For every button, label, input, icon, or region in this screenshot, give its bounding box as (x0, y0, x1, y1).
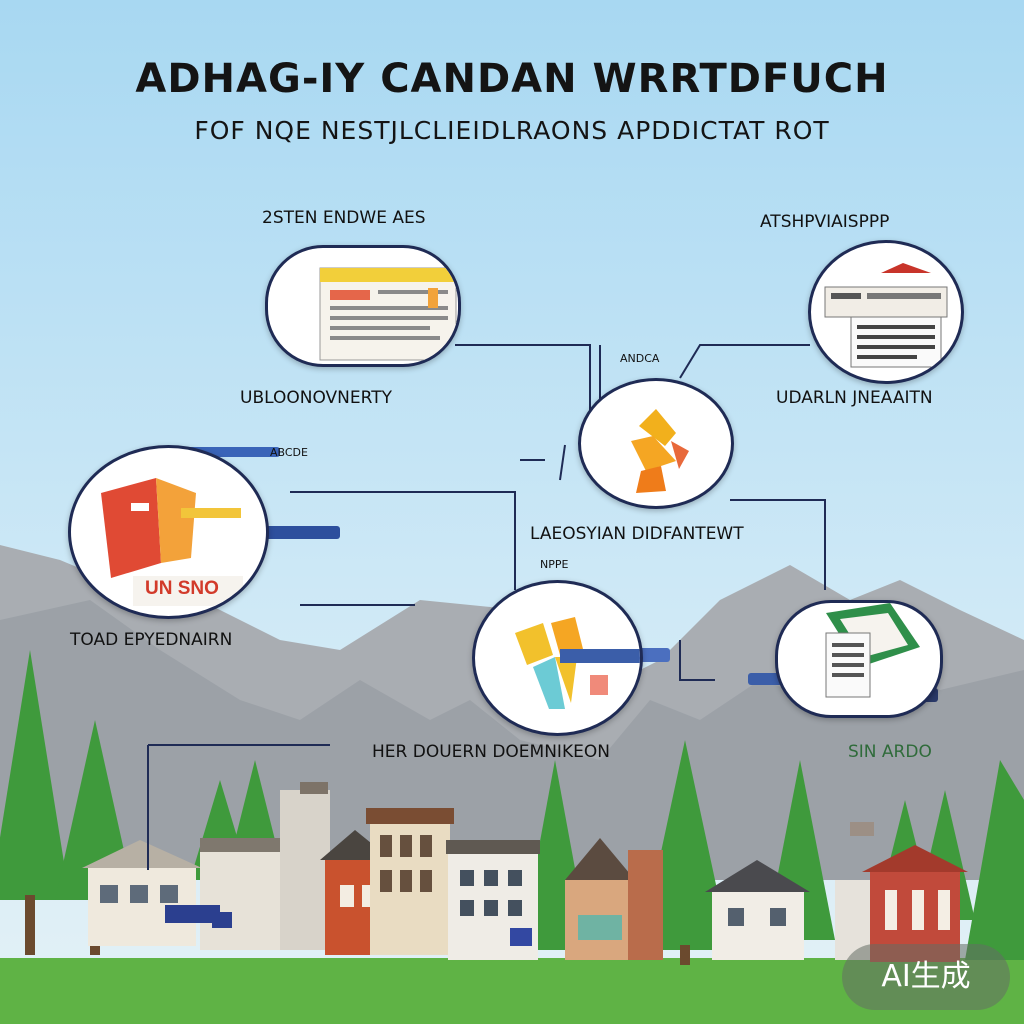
shop-label: ABCDE (270, 446, 308, 459)
shop-caption: TOAD EPYEDNAIRN (70, 630, 233, 650)
page-title: ADHAG-IY CANDAN WRRTDFUCH (135, 56, 889, 102)
connector-lines (147, 344, 826, 870)
green-node (775, 600, 943, 718)
center-node (472, 580, 643, 736)
ai-generated-watermark: AI生成 (842, 944, 1010, 1010)
records-caption: UDARLN JNEAAITN (776, 388, 933, 408)
city-buildings (82, 782, 968, 962)
shop-node: UN SNO (68, 445, 269, 619)
shop-icon (101, 478, 243, 606)
center-label: NPPE (540, 558, 569, 571)
page-subtitle: FOF NQE NESTJLCLIEIDLRAONS APDDICTAT ROT (194, 116, 830, 145)
center-icon (515, 617, 640, 709)
hub-node (578, 378, 734, 509)
documents-node (265, 245, 461, 367)
green-caption: SIN ARDO (848, 742, 932, 762)
hub-icon (631, 409, 689, 493)
records-icon (824, 263, 948, 368)
center-caption: HER DOUERN DOEMNIKEON (372, 742, 610, 762)
records-node (808, 240, 964, 384)
documents-label: 2STEN ENDWE AES (262, 208, 426, 228)
records-label: ATSHPVIAISPPP (760, 212, 890, 232)
document-icon (319, 267, 457, 361)
shop-sign: UN SNO (145, 578, 219, 599)
hub-caption: LAEOSYIAN DIDFANTEWT (530, 524, 744, 544)
hub-label: ANDCA (620, 352, 660, 365)
documents-caption: UBLOONOVNERTY (240, 388, 392, 408)
green-icon (825, 603, 920, 698)
